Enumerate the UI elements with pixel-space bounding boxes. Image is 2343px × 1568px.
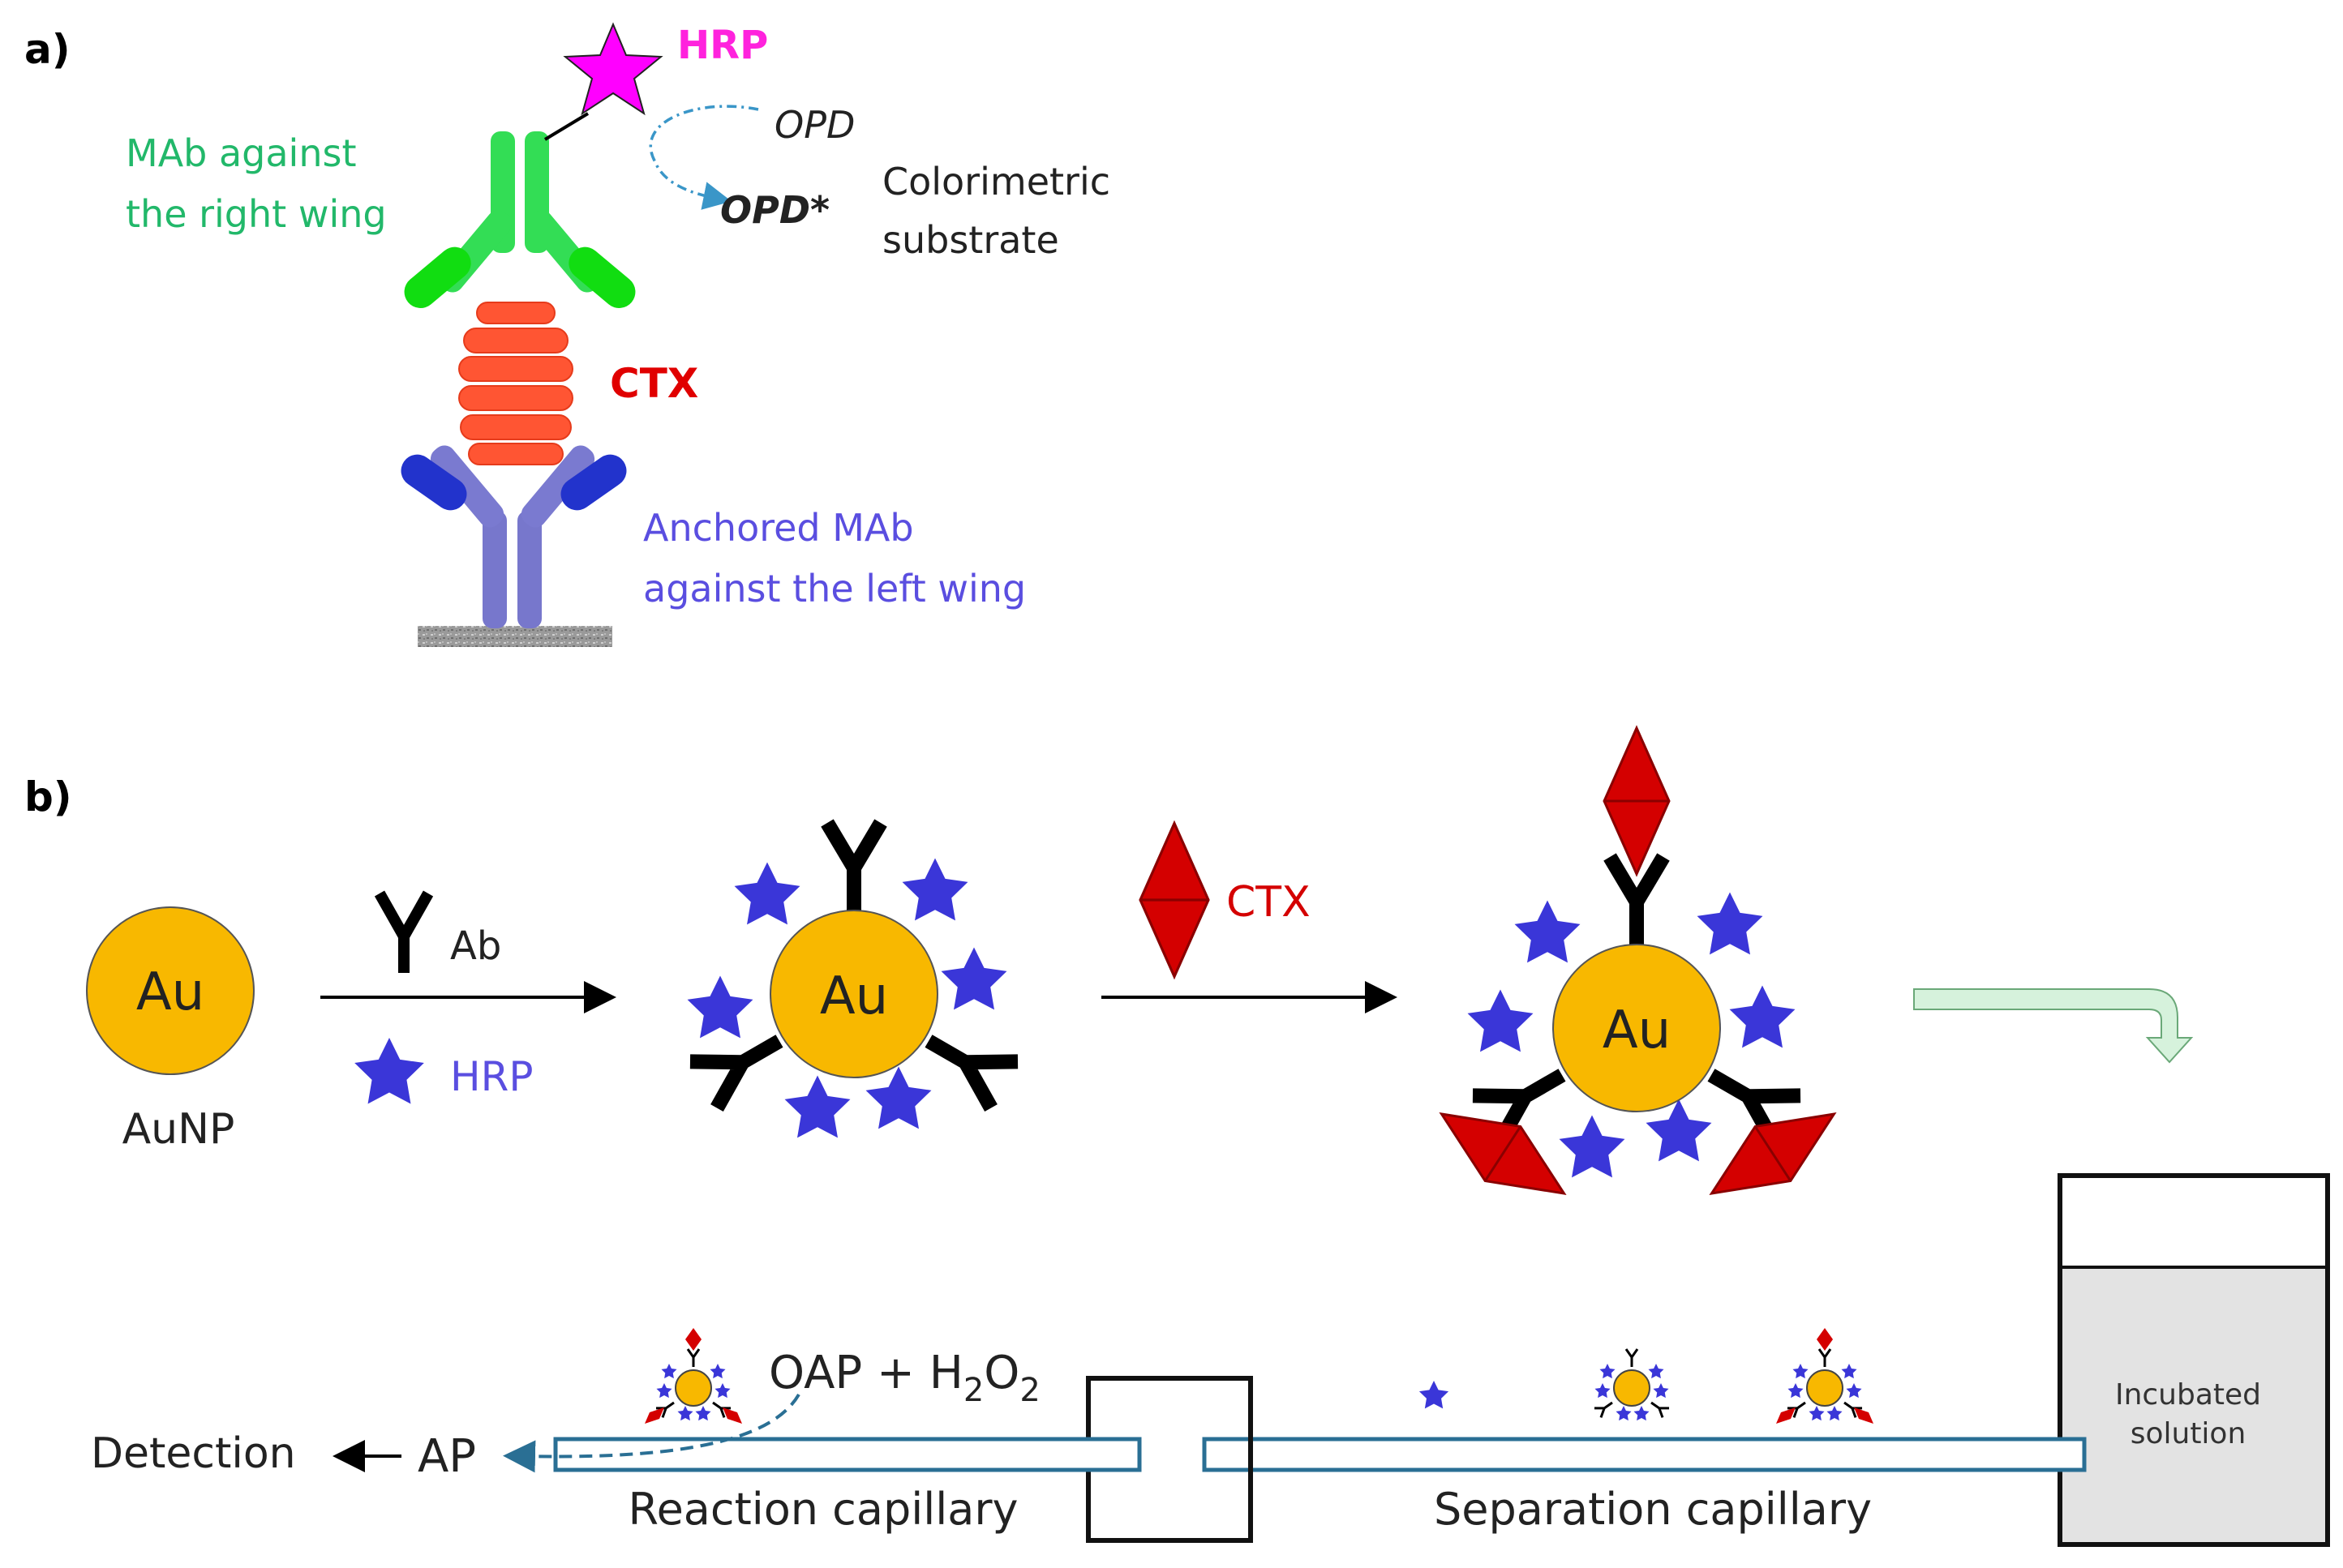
- oap-h2o2-label: OAP + H2O2: [769, 1347, 1041, 1409]
- substrate-label: substrate: [882, 218, 1059, 262]
- reacting-immunocomplex-icon: [645, 1328, 742, 1424]
- anchored-antibody-icon: [401, 445, 627, 628]
- svg-text:Au: Au: [820, 966, 888, 1026]
- transfer-bent-arrow: [1913, 988, 2194, 1064]
- ctx-label-a: CTX: [610, 360, 698, 407]
- ab-reagent-icon: [374, 890, 434, 973]
- mab-right-label-2: the right wing: [126, 192, 387, 236]
- free-hrp-star-icon: [1418, 1381, 1449, 1409]
- aunp-bare-au-label: Au: [136, 962, 204, 1022]
- separation-capillary-label: Separation capillary: [1434, 1484, 1872, 1535]
- aunp-immunocomplex: Au: [1423, 726, 1853, 1223]
- hrp-star-icon: [563, 22, 663, 116]
- opd-star-label: OPD*: [720, 188, 830, 232]
- hrp-label-b: HRP: [450, 1053, 534, 1100]
- opd-label: OPD: [775, 103, 855, 147]
- incubated-label-2: solution: [2131, 1417, 2246, 1450]
- aunp-conjugate: Au: [688, 823, 1018, 1138]
- mab-right-label-1: MAb against: [126, 131, 357, 175]
- ap-formation-arrow: [503, 1393, 800, 1473]
- separation-capillary: [1202, 1437, 2087, 1472]
- ab-label: Ab: [450, 923, 501, 969]
- conjugate-mini-icon: [1593, 1347, 1671, 1422]
- svg-text:Au: Au: [1603, 1000, 1671, 1060]
- green-antibody-icon: [404, 131, 636, 308]
- panel-b-label: b): [24, 773, 72, 820]
- immunocomplex-mini-icon: [1776, 1328, 1873, 1424]
- reaction-capillary: [553, 1437, 1142, 1472]
- ctx-toxin-icon: [458, 302, 573, 465]
- hrp-reagent-star-icon: [354, 1038, 424, 1104]
- incubated-solution-vial: [2058, 1173, 2330, 1547]
- reaction-capillary-label: Reaction capillary: [628, 1484, 1018, 1535]
- hrp-label: HRP: [677, 23, 768, 68]
- ap-label: AP: [418, 1430, 476, 1483]
- hrp-linker: [543, 112, 590, 141]
- anchored-mab-label-1: Anchored MAb: [643, 506, 914, 550]
- aunp-bare: [86, 906, 255, 1075]
- incubated-label-1: Incubated: [2115, 1378, 2261, 1412]
- ctx-reagent-diamond-icon: [1139, 821, 1210, 979]
- panel-a-label: a): [24, 26, 71, 73]
- substrate-surface: [418, 626, 612, 647]
- anchored-mab-label-2: against the left wing: [643, 567, 1026, 610]
- opd-conversion-arrow: [649, 105, 759, 210]
- aunp-label: AuNP: [122, 1105, 235, 1154]
- detection-label: Detection: [91, 1429, 296, 1478]
- colorimetric-label: Colorimetric: [882, 160, 1110, 203]
- ctx-label-b: CTX: [1226, 878, 1311, 927]
